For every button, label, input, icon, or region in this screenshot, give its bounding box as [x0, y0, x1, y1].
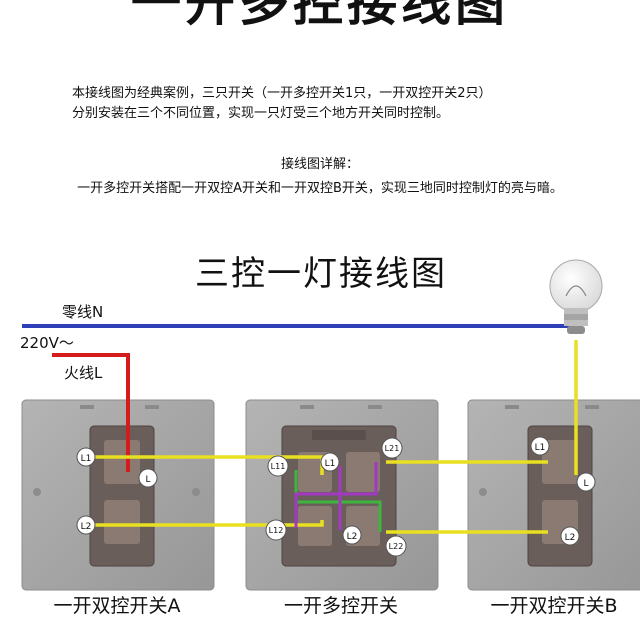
traveler-wires-purple	[294, 462, 378, 530]
detail-body: 一开多控开关搭配一开双控A开关和一开双控B开关，实现三地同时控制灯的亮与暗。	[77, 181, 563, 196]
svg-text:L1: L1	[325, 459, 336, 469]
description-line-1: 本接线图为经典案例，三只开关（一开多控开关1只，一开双控开关2只）	[72, 86, 492, 101]
svg-text:L: L	[583, 479, 588, 489]
switch-b-caption: 一开双控开关B	[490, 595, 618, 617]
svg-text:L: L	[145, 475, 150, 485]
switch-a-panel	[21, 399, 215, 591]
terminal-multi-l2: L2	[342, 525, 362, 545]
switch-a-caption: 一开双控开关A	[53, 595, 181, 617]
terminal-multi-l22: L22	[385, 535, 407, 557]
terminal-multi-l11: L11	[267, 455, 289, 477]
voltage-label: 220V～	[20, 334, 74, 352]
terminal-b-l2: L2	[560, 526, 580, 546]
neutral-wire-label: 零线N	[62, 303, 104, 321]
svg-text:L21: L21	[385, 444, 400, 453]
svg-text:L11: L11	[271, 462, 286, 471]
svg-text:L1: L1	[81, 454, 92, 464]
terminal-a-l2: L2	[76, 515, 96, 535]
live-wire	[52, 353, 130, 472]
terminal-a-l1: L1	[76, 447, 96, 467]
svg-text:L2: L2	[565, 533, 576, 543]
svg-text:L12: L12	[269, 526, 284, 535]
page-title: 一开多控接线图	[131, 0, 509, 32]
diagram-title: 三控一灯接线图	[195, 254, 447, 294]
switch-multi-caption: 一开多控开关	[283, 595, 398, 617]
svg-text:L22: L22	[389, 542, 404, 551]
terminal-multi-l1: L1	[320, 452, 340, 472]
description-line-2: 分别安装在三个不同位置，实现一只灯受三个地方开关同时控制。	[72, 106, 450, 121]
svg-text:L2: L2	[347, 532, 358, 542]
svg-text:L2: L2	[81, 522, 92, 532]
live-wire-label: 火线L	[64, 364, 103, 382]
terminal-multi-l21: L21	[381, 437, 403, 459]
svg-text:L1: L1	[535, 443, 546, 453]
terminal-multi-l12: L12	[265, 519, 287, 541]
terminal-b-l1: L1	[530, 436, 550, 456]
switch-b-panel	[467, 399, 640, 591]
light-bulb-icon	[549, 259, 603, 334]
terminal-a-l: L	[138, 468, 158, 488]
detail-heading: 接线图详解：	[280, 157, 359, 172]
terminal-b-l: L	[576, 472, 596, 492]
traveler-wires-green	[294, 470, 382, 532]
